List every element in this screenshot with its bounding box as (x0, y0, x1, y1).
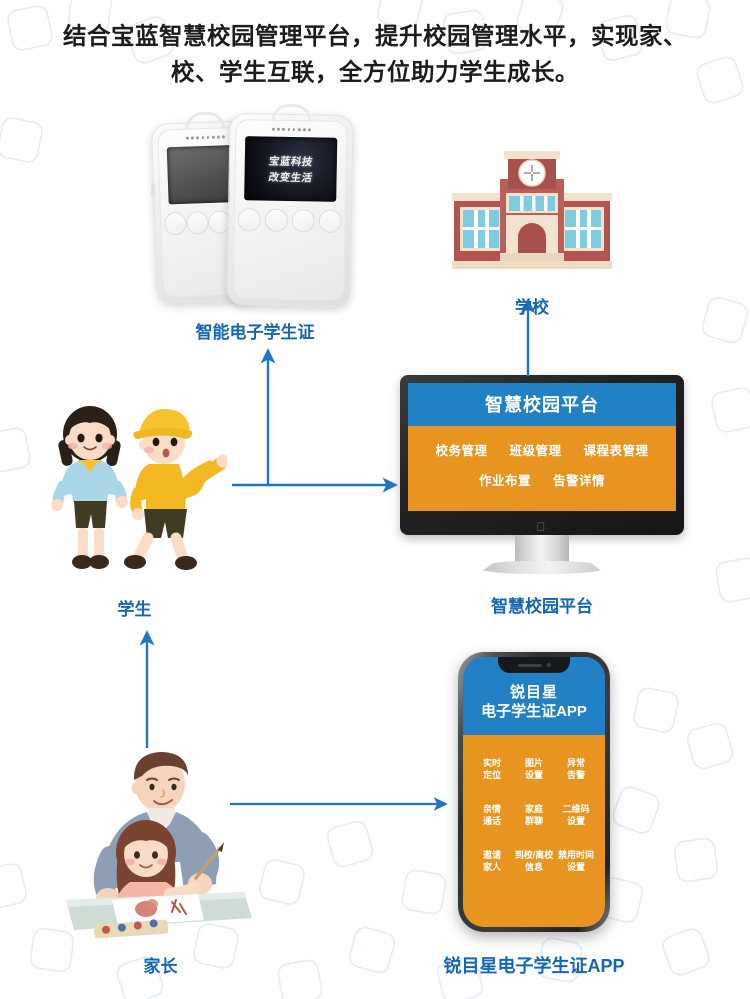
page-headline: 结合宝蓝智慧校园管理平台，提升校园管理水平，实现家、校、学生互联，全方位助力学生… (63, 23, 687, 85)
app-feature-line2: 通话 (482, 816, 501, 826)
app-feature-line2: 群聊 (524, 816, 543, 826)
caption-school: 学校 (515, 298, 549, 317)
app-feature-item[interactable]: 家庭 群聊 (513, 803, 555, 827)
earpiece-icon (517, 663, 542, 667)
app-feature-line1: 二维码 (562, 804, 590, 814)
phone-bezel: 锐目星 电子学生证APP 实时 定位 图片 设置 异常 告警 亲情 通 (458, 652, 610, 932)
platform-menu-item[interactable]: 课程表管理 (583, 444, 649, 458)
app-feature-line1: 禁用时间 (557, 850, 594, 860)
id-card-front-screen: 宝蓝科技 改变生活 (244, 136, 338, 202)
students-illustration (51, 406, 227, 570)
app-feature-line2: 设置 (566, 816, 585, 826)
caption-id-card: 智能电子学生证 (195, 323, 315, 342)
platform-menu-item[interactable]: 班级管理 (509, 444, 562, 458)
platform-menu-item[interactable]: 告警详情 (553, 474, 606, 488)
app-feature-line2: 家人 (482, 862, 501, 872)
phone-screen: 锐目星 电子学生证APP 实时 定位 图片 设置 异常 告警 亲情 通 (463, 657, 605, 927)
app-feature-line2: 定位 (482, 770, 501, 780)
id-card-screen-line1: 宝蓝科技 (267, 155, 314, 168)
parent-illustration (66, 752, 252, 939)
smart-student-id-cards: 宝蓝科技 改变生活 (150, 103, 360, 312)
app-feature-line1: 亲情 (482, 804, 501, 814)
platform-screen-title: 智慧校园平台 (408, 383, 676, 426)
app-feature-item[interactable]: 邀请 家人 (471, 849, 513, 873)
monitor-screen: 智慧校园平台 校务管理 班级管理 课程表管理 作业布置 告警详情 (408, 383, 676, 511)
student-id-app-phone: 锐目星 电子学生证APP 实时 定位 图片 设置 异常 告警 亲情 通 (458, 652, 610, 932)
caption-platform: 智慧校园平台 (491, 597, 593, 616)
monitor-stand-neck (515, 535, 569, 565)
app-feature-line2: 设置 (524, 770, 543, 780)
app-feature-item[interactable]: 图片 设置 (513, 757, 555, 781)
caption-students: 学生 (117, 600, 152, 619)
app-feature-item[interactable]: 异常 告警 (555, 757, 597, 781)
id-card-front-keys (237, 208, 343, 233)
app-feature-line1: 异常 (566, 758, 585, 768)
platform-menu: 校务管理 班级管理 课程表管理 作业布置 告警详情 (408, 426, 676, 511)
school-building-illustration (452, 151, 612, 269)
app-feature-grid: 实时 定位 图片 设置 异常 告警 亲情 通话 家庭 群聊 (463, 735, 605, 873)
platform-menu-item[interactable]: 校务管理 (435, 444, 488, 458)
app-feature-item[interactable]: 禁用时间 设置 (555, 849, 597, 873)
apple-logo-icon:  (537, 521, 548, 534)
caption-app: 锐目星电子学生证APP (443, 956, 625, 976)
smart-campus-platform-monitor: 智慧校园平台 校务管理 班级管理 课程表管理 作业布置 告警详情  (400, 375, 684, 580)
app-feature-line2: 告警 (566, 770, 585, 780)
id-card-screen-line2: 改变生活 (267, 171, 314, 184)
app-feature-line1: 实时 (482, 758, 501, 768)
app-feature-line2: 设置 (566, 862, 585, 872)
app-feature-line1: 家庭 (524, 804, 543, 814)
app-feature-line2: 信息 (524, 862, 543, 872)
platform-menu-row-1: 校务管理 班级管理 课程表管理 (435, 440, 648, 459)
phone-notch-icon (498, 657, 570, 673)
caption-parent: 家长 (143, 957, 178, 976)
app-feature-item[interactable]: 亲情 通话 (471, 803, 513, 827)
app-feature-line1: 图片 (524, 758, 543, 768)
front-camera-icon (546, 663, 551, 667)
side-button-icon (150, 182, 156, 197)
app-title-line2: 电子学生证APP (481, 703, 587, 720)
app-feature-line1: 邀请 (482, 850, 501, 860)
app-title-line1: 锐目星 (509, 684, 558, 701)
app-feature-item[interactable]: 到校/离校 信息 (513, 849, 555, 873)
platform-menu-item[interactable]: 作业布置 (478, 474, 531, 488)
platform-menu-row-2: 作业布置 告警详情 (479, 470, 605, 489)
monitor-bezel: 智慧校园平台 校务管理 班级管理 课程表管理 作业布置 告警详情  (400, 375, 684, 535)
id-card-front: 宝蓝科技 改变生活 (226, 103, 354, 308)
app-feature-line1: 到校/离校 (514, 850, 554, 860)
app-feature-item[interactable]: 二维码 设置 (555, 803, 597, 827)
monitor-stand-base (478, 561, 606, 574)
app-feature-item[interactable]: 实时 定位 (471, 757, 513, 781)
